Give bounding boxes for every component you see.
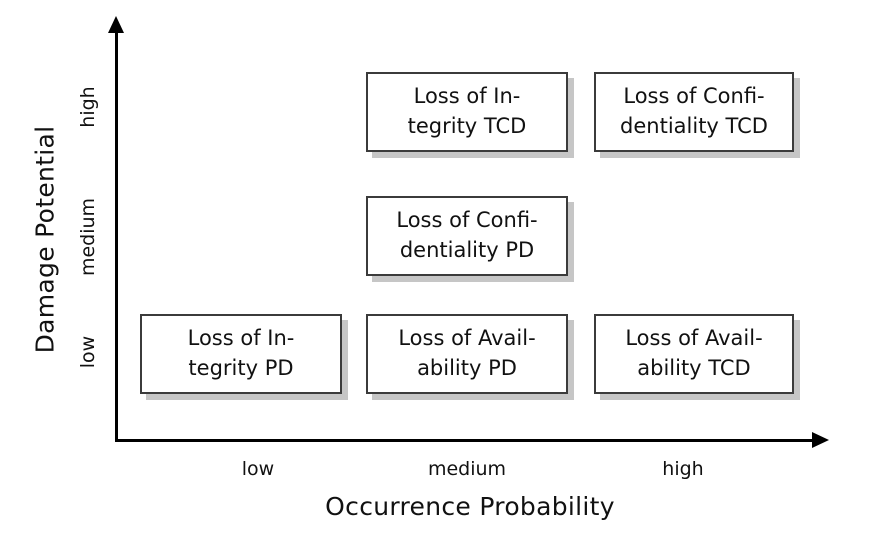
- y-tick-label-high: high: [77, 86, 99, 128]
- risk-cell-loss-of-integrity-pd[interactable]: Loss of In- tegrity PD: [140, 314, 342, 394]
- x-axis-title: Occurrence Probability: [325, 492, 615, 521]
- risk-cell-label: Loss of In- tegrity TCD: [407, 84, 527, 138]
- risk-cell-label: Loss of Avail- ability PD: [398, 326, 536, 380]
- risk-cell-label: Loss of In- tegrity PD: [187, 326, 295, 380]
- risk-cell-loss-of-confidentiality-tcd[interactable]: Loss of Confi- dentiality TCD: [594, 72, 794, 152]
- y-axis-title: Damage Potential: [30, 125, 60, 354]
- x-axis-line: [115, 439, 815, 442]
- x-tick-label-high: high: [662, 458, 704, 480]
- risk-cell-loss-of-availability-pd[interactable]: Loss of Avail- ability PD: [366, 314, 568, 394]
- risk-cell-label: Loss of Confi- dentiality TCD: [620, 84, 768, 138]
- y-axis-line: [115, 30, 118, 442]
- y-tick-label-medium: medium: [77, 197, 99, 277]
- y-axis-arrow-icon: [108, 16, 124, 33]
- y-tick-label-low: low: [77, 335, 99, 369]
- risk-cell-label: Loss of Confi- dentiality PD: [396, 208, 538, 262]
- risk-cell-label: Loss of Avail- ability TCD: [625, 326, 763, 380]
- x-axis-arrow-icon: [812, 432, 829, 448]
- risk-cell-loss-of-integrity-tcd[interactable]: Loss of In- tegrity TCD: [366, 72, 568, 152]
- risk-cell-loss-of-confidentiality-pd[interactable]: Loss of Confi- dentiality PD: [366, 196, 568, 276]
- risk-cell-loss-of-availability-tcd[interactable]: Loss of Avail- ability TCD: [594, 314, 794, 394]
- x-tick-label-low: low: [241, 458, 275, 480]
- x-tick-label-medium: medium: [427, 458, 507, 480]
